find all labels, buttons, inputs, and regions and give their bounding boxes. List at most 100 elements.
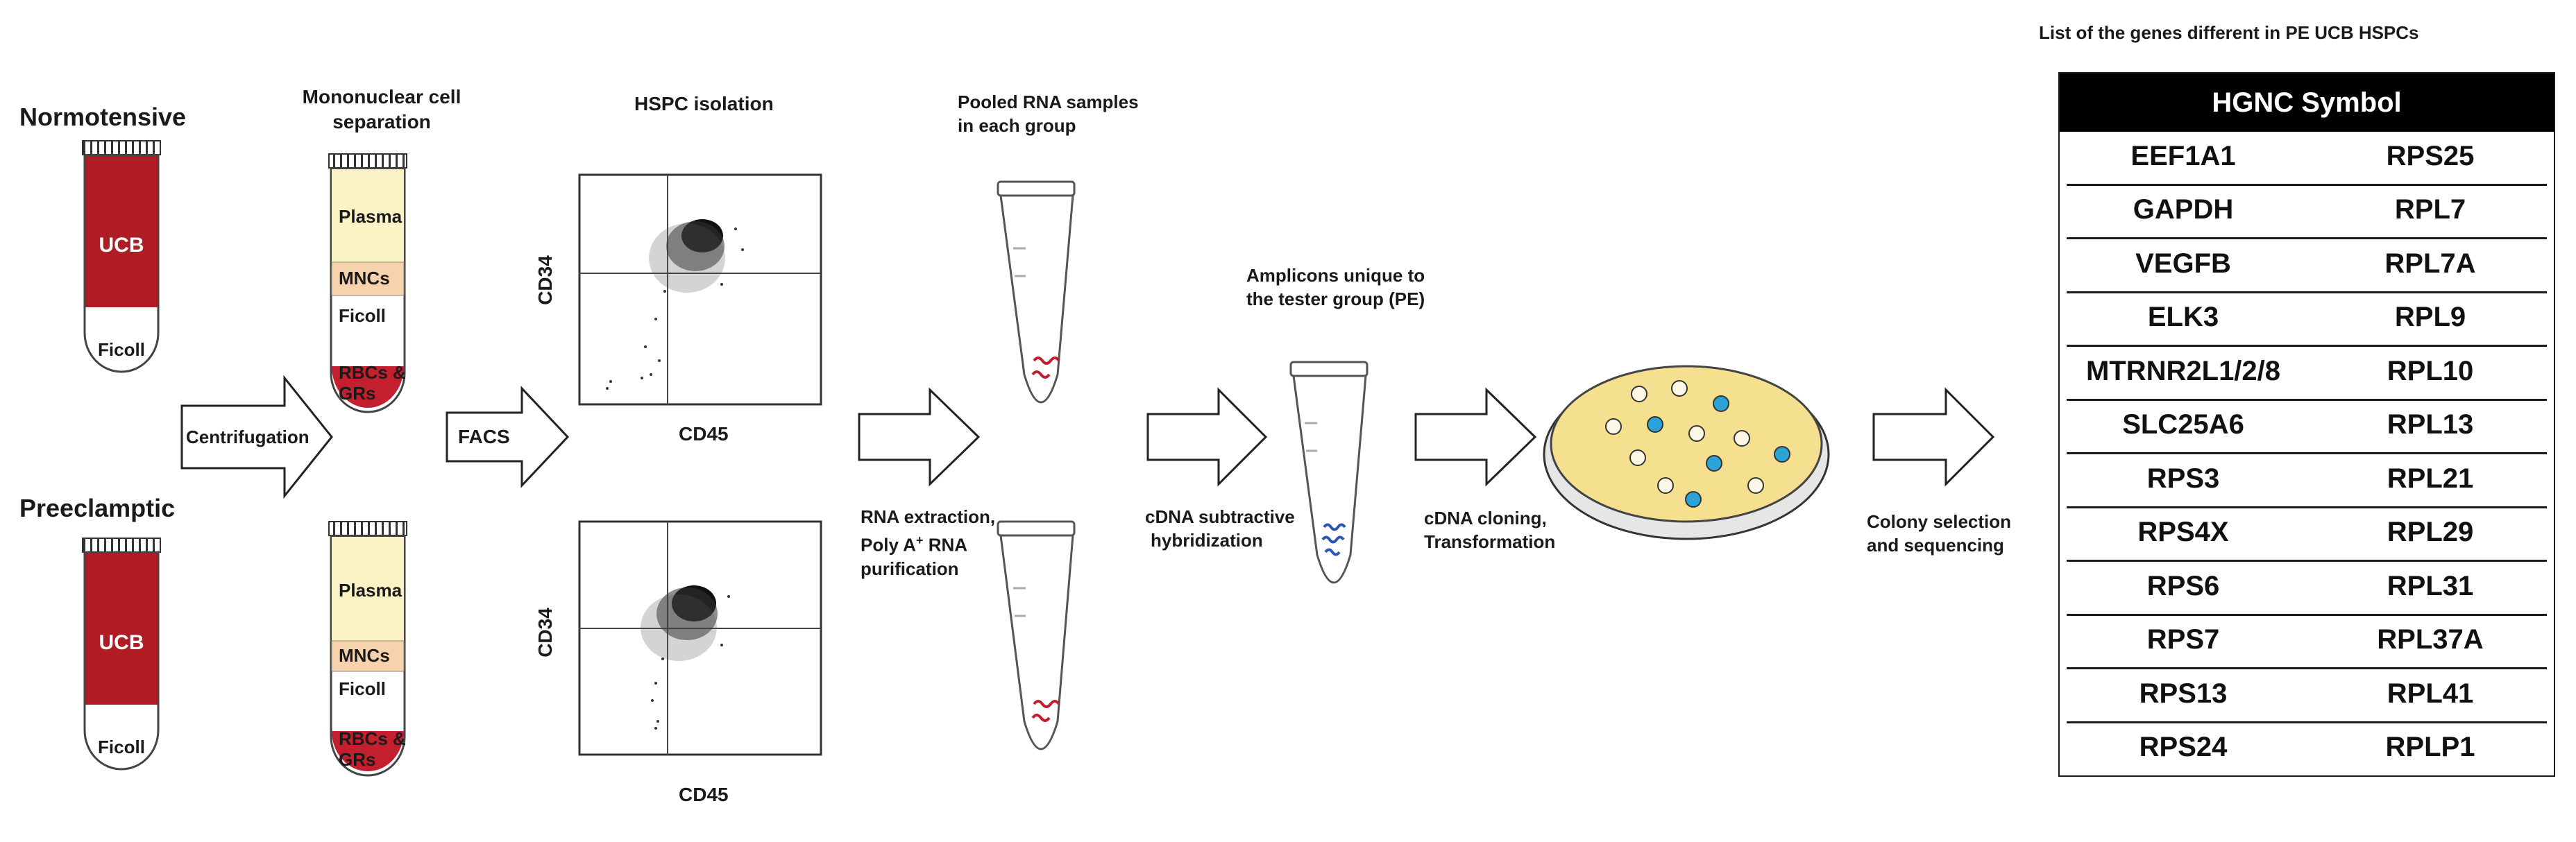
cloning-arrow xyxy=(1414,387,1537,487)
preeclamptic-label: Preeclamptic xyxy=(19,494,176,522)
gene-symbol-left: RPS13 xyxy=(2139,678,2228,709)
rna-extraction-line-2: Poly A+ RNA xyxy=(861,533,968,556)
pooled-rna-line-2: in each group xyxy=(958,115,1076,136)
gene-table-row: RPS7 RPL37A xyxy=(2060,616,2554,664)
gene-table-row: RPS13 RPL41 xyxy=(2060,669,2554,718)
sequencing-arrow xyxy=(1872,387,1995,487)
gene-symbol-right: RPL31 xyxy=(2387,570,2474,601)
rna-extraction-label: RNA extraction, Poly A+ RNA purification xyxy=(861,505,995,581)
amplicons-line-2: the tester group (PE) xyxy=(1246,289,1425,309)
grs-label-preeclamptic: GRs xyxy=(339,749,376,770)
gene-table-divider xyxy=(2067,183,2547,186)
gene-table-row: ELK3 RPL9 xyxy=(2060,293,2554,342)
ficoll-layer-preeclamptic: Ficoll xyxy=(339,678,386,699)
gene-symbol-left: MTRNR2L1/2/8 xyxy=(2085,355,2281,386)
cdna-subtraction-label: cDNA subtractive hybridization xyxy=(1145,505,1295,552)
plasma-label-normotensive: Plasma xyxy=(339,206,402,227)
pooled-rna-line-1: Pooled RNA samples xyxy=(958,92,1139,112)
colony-selection-line-2: and sequencing xyxy=(1867,535,2004,556)
cd34-axis-label-1: CD34 xyxy=(534,255,556,305)
centrifugation-arrow xyxy=(180,375,333,499)
gene-table-divider xyxy=(2067,560,2547,562)
centrifugation-label: Centrifugation xyxy=(186,427,310,447)
hspc-isolation-label: HSPC isolation xyxy=(634,93,774,114)
facs-plot-normotensive xyxy=(578,173,822,406)
ficoll-layer-normotensive: Ficoll xyxy=(339,305,386,326)
gene-symbol-right: RPS25 xyxy=(2386,140,2475,171)
colony-selection-line-1: Colony selection xyxy=(1867,511,2012,532)
grs-label-normotensive: GRs xyxy=(339,383,376,404)
gene-table-divider xyxy=(2067,345,2547,347)
gene-table-divider xyxy=(2067,613,2547,616)
pooled-rna-label: Pooled RNA samples in each group xyxy=(958,90,1139,137)
gene-table-row: RPS6 RPL31 xyxy=(2060,562,2554,610)
gene-table-divider xyxy=(2067,721,2547,723)
separation-tube-preeclamptic xyxy=(328,521,407,777)
cd34-axis-label-2: CD34 xyxy=(534,608,556,658)
gene-table-divider xyxy=(2067,667,2547,670)
cd45-axis-label-1: CD45 xyxy=(679,423,729,445)
petri-dish xyxy=(1543,365,1830,540)
gene-symbol-right: RPL9 xyxy=(2394,302,2466,332)
gene-symbol-left: RPS7 xyxy=(2146,624,2220,655)
normotensive-label: Normotensive xyxy=(19,103,187,131)
gene-symbol-left: RPS24 xyxy=(2139,732,2228,762)
ficoll-label-normotensive: Ficoll xyxy=(98,339,145,360)
gene-symbol-right: RPL29 xyxy=(2387,517,2474,547)
mncs-label-preeclamptic: MNCs xyxy=(339,645,390,666)
separation-tube-normotensive xyxy=(328,153,407,413)
facs-plot-preeclamptic xyxy=(578,520,822,756)
amplicon-tube xyxy=(1289,361,1368,584)
pooled-rna-tube-preeclamptic xyxy=(997,520,1076,750)
ucb-tube-preeclamptic xyxy=(82,538,161,771)
gene-symbol-left: GAPDH xyxy=(2133,194,2234,225)
gene-symbol-right: RPL21 xyxy=(2387,463,2474,494)
gene-symbol-left: ELK3 xyxy=(2147,302,2219,332)
ficoll-label-preeclamptic: Ficoll xyxy=(98,737,145,757)
gene-symbol-right: RPL7 xyxy=(2394,194,2466,225)
cloning-label: cDNA cloning, Transformation xyxy=(1424,506,1555,553)
gene-table-divider xyxy=(2067,506,2547,508)
plasma-label-preeclamptic: Plasma xyxy=(339,580,402,601)
gene-symbol-left: RPS6 xyxy=(2146,570,2220,601)
gene-table-row: RPS4X RPL29 xyxy=(2060,508,2554,557)
mncs-label-normotensive: MNCs xyxy=(339,268,390,289)
gene-symbol-right: RPL13 xyxy=(2387,409,2474,440)
cloning-line-1: cDNA cloning, xyxy=(1424,508,1547,529)
gene-table-divider xyxy=(2067,398,2547,401)
ucb-tube-normotensive xyxy=(82,140,161,373)
gene-table-header: HGNC Symbol xyxy=(2060,74,2554,132)
cloning-line-2: Transformation xyxy=(1424,531,1556,552)
gene-symbol-left: VEGFB xyxy=(2135,248,2231,279)
gene-symbol-right: RPL10 xyxy=(2387,355,2474,386)
gene-table-row: VEGFB RPL7A xyxy=(2060,239,2554,288)
gene-table-caption: List of the genes different in PE UCB HS… xyxy=(2039,22,2419,43)
rbcs-label-preeclamptic: RBCs & xyxy=(339,728,406,749)
colony-selection-label: Colony selection and sequencing xyxy=(1867,510,2011,557)
rna-extraction-line-1: RNA extraction, xyxy=(861,506,996,527)
gene-symbol-right: RPL7A xyxy=(2384,248,2476,279)
gene-table-row: MTRNR2L1/2/8 RPL10 xyxy=(2060,347,2554,395)
process-arrows xyxy=(180,375,1995,499)
gene-table-divider xyxy=(2067,237,2547,240)
rbcs-label-normotensive: RBCs & xyxy=(339,362,406,383)
gene-symbol-left: RPS4X xyxy=(2137,517,2229,547)
rna-extraction-line-3: purification xyxy=(861,558,959,579)
facs-arrow xyxy=(446,386,570,488)
ucb-label-preeclamptic: UCB xyxy=(99,631,144,654)
cdna-subtraction-arrow xyxy=(1146,387,1268,487)
gene-table-divider xyxy=(2067,291,2547,293)
cdna-subtraction-line-2: hybridization xyxy=(1151,530,1263,551)
cd45-axis-label-2: CD45 xyxy=(679,784,729,805)
gene-symbol-left: RPS3 xyxy=(2146,463,2220,494)
gene-symbol-left: EEF1A1 xyxy=(2130,140,2236,171)
gene-symbol-right: RPL37A xyxy=(2377,624,2484,655)
gene-symbol-right: RPL41 xyxy=(2387,678,2474,709)
gene-symbol-right: RPLP1 xyxy=(2385,732,2475,762)
amplicons-label: Amplicons unique to the tester group (PE… xyxy=(1246,264,1425,311)
cdna-subtraction-line-1: cDNA subtractive xyxy=(1145,506,1295,527)
ucb-label-normotensive: UCB xyxy=(99,234,144,257)
